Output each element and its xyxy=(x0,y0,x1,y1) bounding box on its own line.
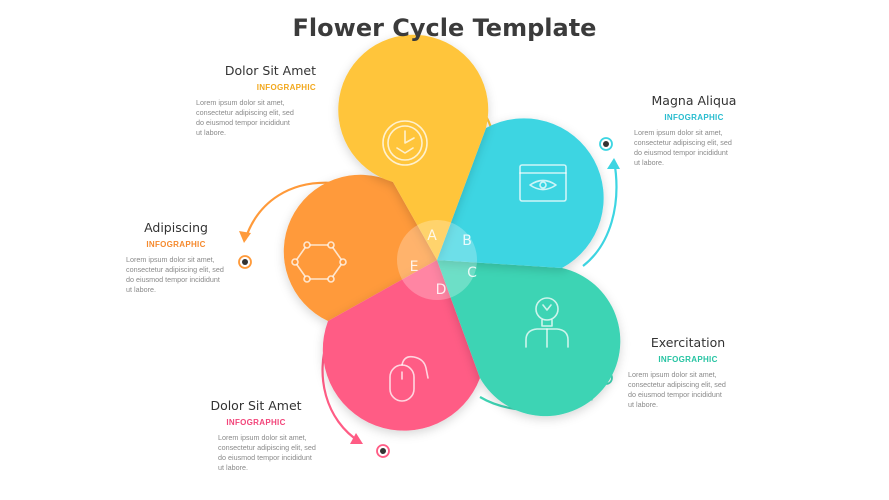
block-body: Lorem ipsum dolor sit amet,consectetur a… xyxy=(628,370,726,409)
arc-b-arrow xyxy=(607,158,620,169)
mouse-icon xyxy=(389,355,429,402)
block-heading: Dolor Sit Amet xyxy=(224,63,316,78)
browser-eye-icon xyxy=(519,164,567,202)
petal-letter-c: C xyxy=(467,265,477,281)
petal-c xyxy=(437,260,621,417)
arc-b xyxy=(582,159,618,267)
petal-e xyxy=(283,174,437,321)
idea-person-icon xyxy=(525,297,569,348)
block-body: Lorem ipsum dolor sit amet,consectetur a… xyxy=(126,255,224,294)
arc-e xyxy=(243,181,335,241)
block-subheading: INFOGRAPHIC xyxy=(256,83,316,92)
arc-d-arrow xyxy=(350,433,363,444)
block-heading: Adipiscing xyxy=(144,220,208,235)
text-block-2: Magna Aliqua INFOGRAPHIC Lorem ipsum dol… xyxy=(634,93,754,168)
text-block-5: Adipiscing INFOGRAPHIC Lorem ipsum dolor… xyxy=(116,220,236,295)
arc-e-arrow xyxy=(239,231,251,243)
block-body: Lorem ipsum dolor sit amet,consectetur a… xyxy=(634,128,732,167)
text-block-4: Dolor Sit Amet INFOGRAPHIC Lorem ipsum d… xyxy=(196,398,316,473)
block-body: Lorem ipsum dolor sit amet,consectetur a… xyxy=(196,98,294,137)
petal-letter-e: E xyxy=(410,259,419,275)
block-subheading: INFOGRAPHIC xyxy=(226,418,286,427)
page-title: Flower Cycle Template xyxy=(292,14,597,42)
clock-icon xyxy=(382,120,428,166)
text-block-1: Dolor Sit Amet INFOGRAPHIC Lorem ipsum d… xyxy=(196,63,316,138)
center-disc xyxy=(397,220,477,300)
block-subheading: INFOGRAPHIC xyxy=(664,113,724,122)
block-heading: Exercitation xyxy=(650,335,726,350)
block-body: Lorem ipsum dolor sit amet,consectetur a… xyxy=(218,433,316,472)
petal-letter-a: A xyxy=(427,228,437,244)
block-heading: Magna Aliqua xyxy=(651,93,737,108)
hexagon-icon xyxy=(291,241,347,283)
block-subheading: INFOGRAPHIC xyxy=(146,240,206,249)
petal-letter-b: B xyxy=(462,233,472,249)
petal-d xyxy=(322,260,480,431)
block-subheading: INFOGRAPHIC xyxy=(658,355,718,364)
text-block-3: Exercitation INFOGRAPHIC Lorem ipsum dol… xyxy=(628,335,748,410)
block-heading: Dolor Sit Amet xyxy=(210,398,302,413)
petal-letter-d: D xyxy=(436,282,447,298)
